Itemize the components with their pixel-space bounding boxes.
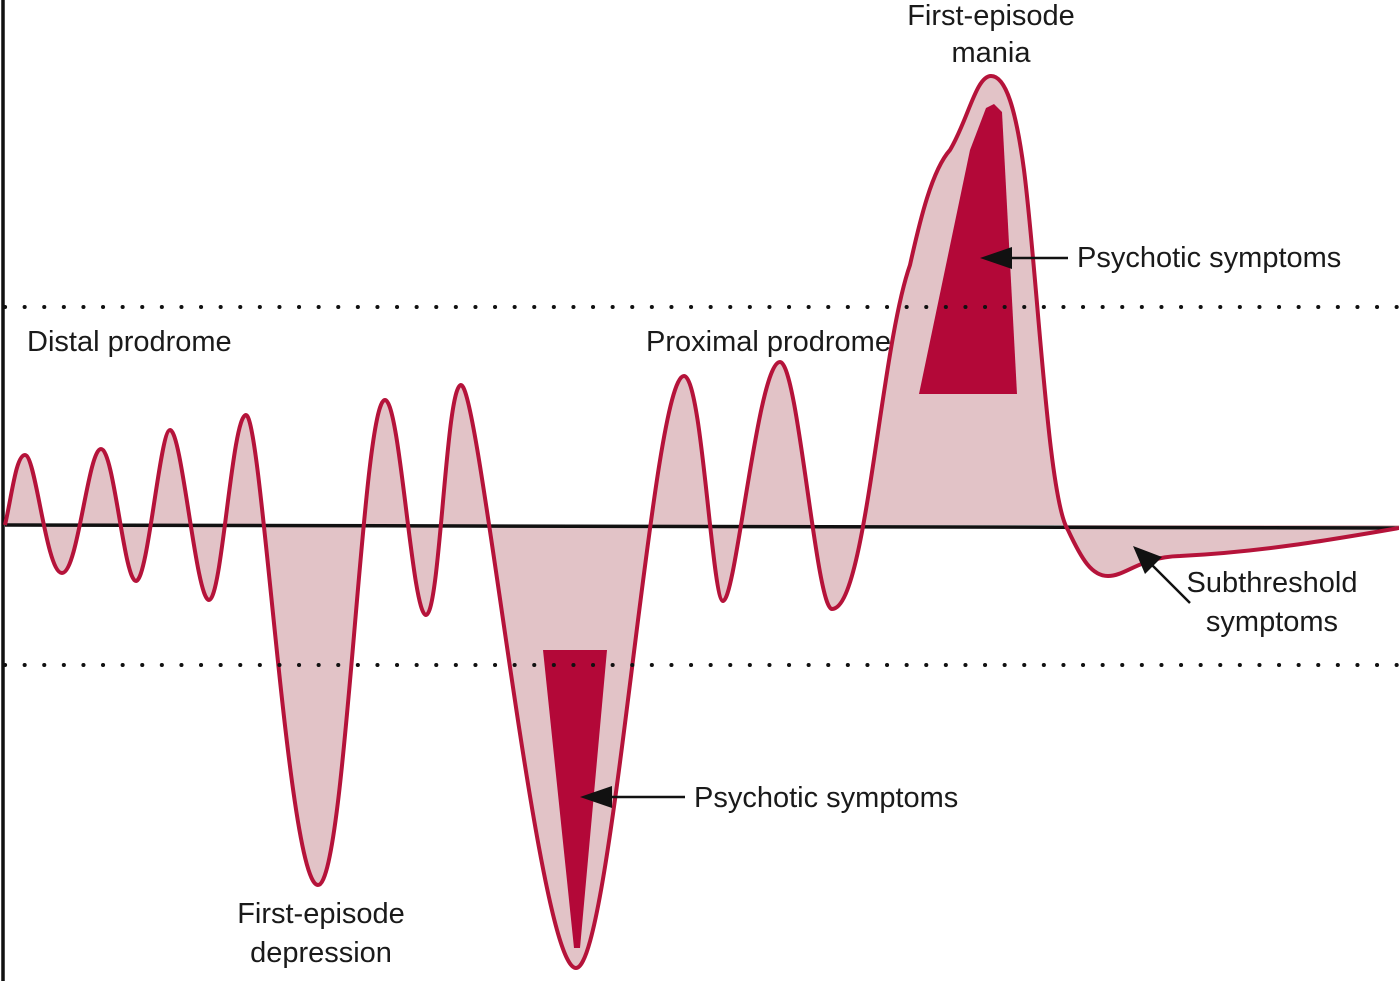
mood-curve-line xyxy=(3,73,1399,971)
label-proximal-prodrome: Proximal prodrome xyxy=(646,326,891,358)
label-subthreshold-1: Subthreshold xyxy=(1187,567,1358,599)
mood-curve-fill xyxy=(5,76,1399,968)
label-subthreshold-2: symptoms xyxy=(1206,606,1338,638)
label-first-episode-mania-2: mania xyxy=(952,37,1032,69)
psychotic-area-lower xyxy=(543,650,607,948)
label-first-episode-depression-1: First-episode xyxy=(237,898,405,930)
psychotic-area-upper xyxy=(919,104,1017,394)
label-first-episode-depression-2: depression xyxy=(250,937,392,969)
label-distal-prodrome: Distal prodrome xyxy=(27,326,232,358)
label-first-episode-mania-1: First-episode xyxy=(907,0,1075,32)
arrow-subthreshold-head xyxy=(1133,546,1162,574)
baseline-axis xyxy=(4,523,1399,530)
arrow-upper-head xyxy=(980,247,1012,269)
arrow-subthreshold-line xyxy=(1149,562,1191,604)
label-psychotic-symptoms-upper: Psychotic symptoms xyxy=(1077,242,1341,274)
label-psychotic-symptoms-lower: Psychotic symptoms xyxy=(694,782,958,814)
arrow-lower-head xyxy=(580,786,612,808)
